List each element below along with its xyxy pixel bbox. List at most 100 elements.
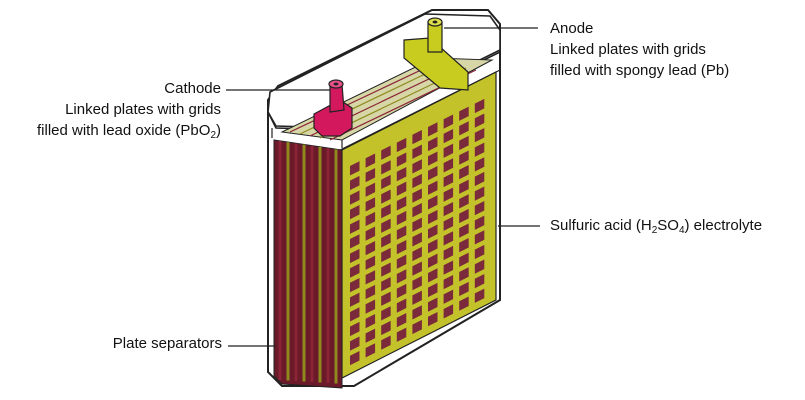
- grid-cell: [474, 230, 485, 245]
- anode-label: Anode Linked plates with grids filled wi…: [550, 18, 729, 81]
- grid-cell: [459, 252, 469, 267]
- grid-cell: [459, 135, 469, 151]
- grid-cell: [443, 158, 454, 173]
- grid-cell: [459, 208, 469, 224]
- grid-cell: [412, 261, 422, 276]
- grid-cell: [381, 291, 391, 306]
- grid-cell: [365, 197, 376, 212]
- grid-cell: [474, 201, 485, 216]
- grid-cell: [365, 255, 376, 270]
- grid-cell: [365, 226, 376, 241]
- grid-cell: [428, 268, 438, 283]
- anode-line2: filled with spongy lead (Pb): [550, 62, 730, 79]
- grid-cell: [459, 223, 469, 238]
- grid-cell: [428, 166, 438, 181]
- grid-cell: [350, 351, 360, 366]
- grid-cell: [474, 215, 485, 230]
- grid-cell: [350, 278, 360, 293]
- grid-cell: [474, 186, 485, 201]
- grid-cell: [396, 283, 407, 299]
- cathode-title: Cathode: [164, 80, 221, 97]
- grid-cell: [474, 259, 485, 274]
- grid-cell: [396, 254, 407, 269]
- leader-lines: [226, 27, 540, 347]
- grid-cell: [459, 165, 469, 180]
- grid-cell: [350, 336, 360, 351]
- grid-cell: [459, 194, 469, 209]
- grid-cell: [412, 203, 422, 218]
- grid-cell: [443, 202, 454, 217]
- grid-cell: [443, 129, 454, 144]
- grid-cell: [396, 225, 407, 240]
- grid-cell: [381, 204, 391, 219]
- grid-cell: [381, 233, 391, 248]
- grid-cell: [459, 281, 469, 297]
- grid-cell: [428, 224, 438, 239]
- grid-cell: [443, 216, 454, 231]
- grid-cell: [381, 174, 391, 190]
- grid-cell: [459, 238, 469, 253]
- grid-cell: [443, 275, 454, 290]
- grid-cell: [428, 195, 438, 210]
- grid-cell: [350, 234, 360, 249]
- grid-cell: [412, 276, 422, 291]
- grid-cell: [350, 263, 360, 278]
- grid-cell: [365, 299, 376, 314]
- grid-cell: [412, 246, 422, 262]
- grid-cell: [396, 137, 407, 153]
- grid-cell: [396, 327, 407, 342]
- cathode-terminal: [313, 79, 353, 137]
- grid-cell: [381, 189, 391, 204]
- grid-cell: [350, 219, 360, 234]
- grid-cell: [365, 284, 376, 300]
- grid-cell: [428, 282, 438, 298]
- grid-cell: [474, 244, 485, 260]
- grid-cell: [443, 231, 454, 246]
- grid-cell: [428, 151, 438, 166]
- grid-cell: [412, 144, 422, 159]
- grid-cell: [474, 157, 485, 172]
- grid-cell: [428, 239, 438, 254]
- grid-cell: [412, 232, 422, 247]
- grid-cell: [350, 175, 360, 191]
- grid-cell: [443, 260, 454, 275]
- grid-cell: [396, 210, 407, 226]
- front-plate: [341, 71, 497, 379]
- grid-cell: [381, 247, 391, 263]
- grid-cell: [350, 161, 360, 176]
- grid-cell: [412, 290, 422, 305]
- grid-cell: [381, 160, 391, 175]
- grid-cell: [396, 313, 407, 328]
- grid-cell: [474, 142, 485, 157]
- grid-cell: [443, 172, 454, 188]
- grid-cell: [474, 113, 485, 128]
- grid-cell: [396, 240, 407, 255]
- anode-terminal: [403, 17, 469, 91]
- grid-cell: [350, 321, 360, 337]
- grid-cell: [474, 288, 485, 303]
- grid-cell: [412, 319, 422, 335]
- grid-cell: [365, 328, 376, 343]
- cathode-line1: Linked plates with grids: [65, 101, 221, 118]
- grid-cell: [443, 245, 454, 261]
- grid-cell: [459, 267, 469, 282]
- grid-cell: [459, 179, 469, 194]
- grid-cell: [428, 297, 438, 312]
- grid-cell: [459, 121, 469, 136]
- grid-cell: [381, 262, 391, 277]
- grid-cell: [412, 188, 422, 203]
- grid-cell: [428, 312, 438, 327]
- grid-cell: [443, 289, 454, 304]
- cathode-label: Cathode Linked plates with grids filled …: [37, 78, 221, 141]
- anode-line1: Linked plates with grids: [550, 41, 706, 58]
- grid-cell: [396, 181, 407, 196]
- grid-cell: [428, 180, 438, 195]
- grid-cell: [474, 171, 485, 187]
- grid-cell: [412, 159, 422, 174]
- grid-cell: [459, 106, 469, 121]
- grid-cell: [350, 307, 360, 322]
- grid-cell: [428, 253, 438, 268]
- grid-cell: [396, 196, 407, 211]
- grid-cell: [443, 114, 454, 129]
- grid-cell: [365, 314, 376, 329]
